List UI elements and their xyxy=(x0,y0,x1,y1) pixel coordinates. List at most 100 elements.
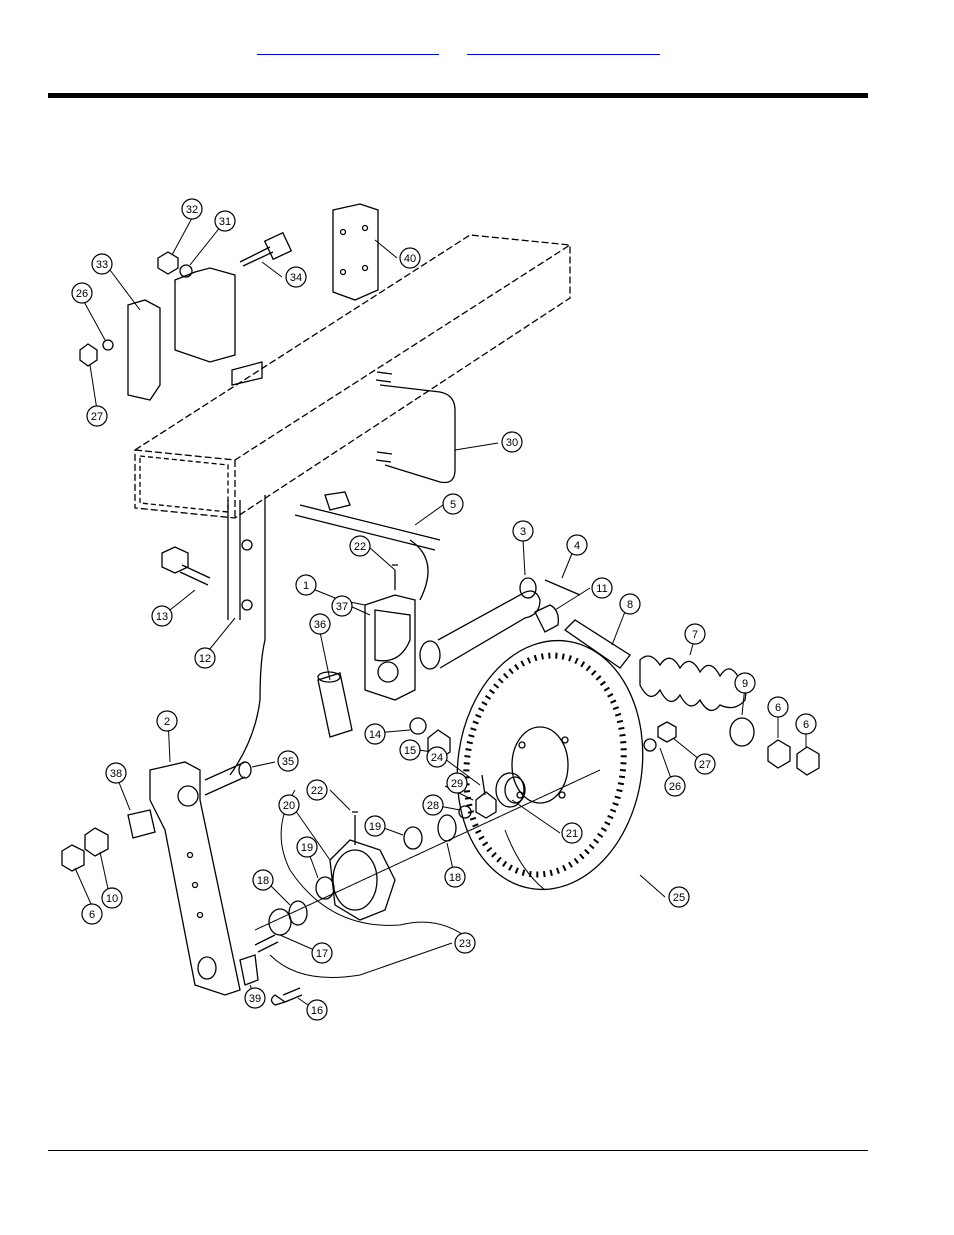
callout-7: 7 xyxy=(684,623,706,645)
callout-number: 2 xyxy=(164,716,170,728)
callout-19: 19 xyxy=(296,836,318,858)
callout-24: 24 xyxy=(426,746,448,768)
washer xyxy=(519,577,537,599)
callout-number: 21 xyxy=(566,828,578,840)
callout-number: 25 xyxy=(673,892,685,904)
callout-27: 27 xyxy=(694,753,716,775)
callout-34: 34 xyxy=(285,266,307,288)
callout-number: 10 xyxy=(106,893,118,905)
callout-21: 21 xyxy=(561,822,583,844)
spindle-arm xyxy=(149,761,279,996)
shank-arm xyxy=(227,495,266,776)
callout-number: 26 xyxy=(76,288,88,300)
frame-tube xyxy=(134,234,571,519)
nut xyxy=(157,251,179,275)
callout-33: 33 xyxy=(91,253,113,275)
callout-5: 5 xyxy=(442,493,464,515)
callout-39: 39 xyxy=(244,987,266,1009)
axle-line xyxy=(254,769,601,931)
callout-number: 3 xyxy=(520,526,526,538)
callout-number: 34 xyxy=(290,272,302,284)
nut xyxy=(79,343,98,367)
callout-11: 11 xyxy=(591,577,613,599)
header-rule xyxy=(48,93,868,98)
callout-10: 10 xyxy=(101,887,123,909)
callout-6: 6 xyxy=(81,903,103,925)
callout-number: 13 xyxy=(156,611,168,623)
callout-26: 26 xyxy=(664,775,686,797)
callout-38: 38 xyxy=(105,762,127,784)
footer-rule xyxy=(48,1150,868,1151)
washer xyxy=(729,717,755,747)
callout-number: 28 xyxy=(427,800,439,812)
callout-6: 6 xyxy=(767,696,789,718)
callout-number: 30 xyxy=(506,437,518,449)
spring-rod xyxy=(294,491,441,601)
callout-number: 16 xyxy=(311,1005,323,1017)
callout-number: 14 xyxy=(369,729,381,741)
callout-36: 36 xyxy=(309,613,331,635)
washer xyxy=(409,717,427,735)
spacer-tube xyxy=(563,619,631,669)
u-bolt xyxy=(375,371,456,484)
callout-31: 31 xyxy=(214,210,236,232)
nut xyxy=(657,721,677,743)
bolt xyxy=(239,231,293,267)
callout-6: 6 xyxy=(795,713,817,735)
hub xyxy=(329,811,396,921)
callout-number: 6 xyxy=(803,719,809,731)
callout-number: 1 xyxy=(303,580,309,592)
nut xyxy=(767,739,791,769)
callout-number: 33 xyxy=(96,259,108,271)
callout-29: 29 xyxy=(446,772,468,794)
callout-number: 39 xyxy=(249,993,261,1005)
callout-27: 27 xyxy=(86,405,108,427)
callout-13: 13 xyxy=(151,605,173,627)
callout-number: 17 xyxy=(316,948,328,960)
callout-26: 26 xyxy=(71,282,93,304)
cotter-pin xyxy=(544,579,581,596)
callout-28: 28 xyxy=(422,794,444,816)
link-arm xyxy=(437,590,541,669)
callout-number: 18 xyxy=(257,875,269,887)
callout-number: 27 xyxy=(91,411,103,423)
callout-number: 40 xyxy=(404,253,416,265)
callout-22: 22 xyxy=(349,535,371,557)
nut xyxy=(796,746,820,776)
nut xyxy=(61,844,85,872)
parts-diagram: 3231344033262730522341187137361312141596… xyxy=(61,198,820,1021)
bearing-cone xyxy=(437,814,457,842)
callout-number: 11 xyxy=(596,583,607,595)
callout-1: 1 xyxy=(295,574,317,596)
cotter-pin xyxy=(481,774,486,796)
callout-15: 15 xyxy=(399,739,421,761)
callout-number: 5 xyxy=(450,499,456,511)
bushing xyxy=(534,604,559,633)
nav-link-2[interactable] xyxy=(467,38,660,55)
callout-23: 23 xyxy=(454,932,476,954)
callout-20: 20 xyxy=(278,794,300,816)
bushing xyxy=(317,671,353,738)
nav-link-1[interactable] xyxy=(257,38,439,55)
dust-cap xyxy=(495,772,526,808)
callout-number: 22 xyxy=(311,785,323,797)
callout-40: 40 xyxy=(399,247,421,269)
callout-18: 18 xyxy=(444,866,466,888)
callout-number: 7 xyxy=(692,629,698,641)
callout-number: 19 xyxy=(301,842,313,854)
callout-number: 9 xyxy=(742,678,748,690)
bolt xyxy=(270,987,303,1006)
callout-number: 8 xyxy=(627,599,633,611)
callout-16: 16 xyxy=(306,999,328,1021)
bearing-cone xyxy=(288,900,308,926)
spacer xyxy=(127,809,156,839)
callout-3: 3 xyxy=(512,520,534,542)
callout-30: 30 xyxy=(501,431,523,453)
washer xyxy=(179,264,193,278)
callout-12: 12 xyxy=(194,647,216,669)
callout-22: 22 xyxy=(306,779,328,801)
callout-number: 27 xyxy=(699,759,711,771)
callout-number: 20 xyxy=(283,800,295,812)
castle-nut xyxy=(475,791,497,819)
callout-number: 38 xyxy=(110,768,122,780)
